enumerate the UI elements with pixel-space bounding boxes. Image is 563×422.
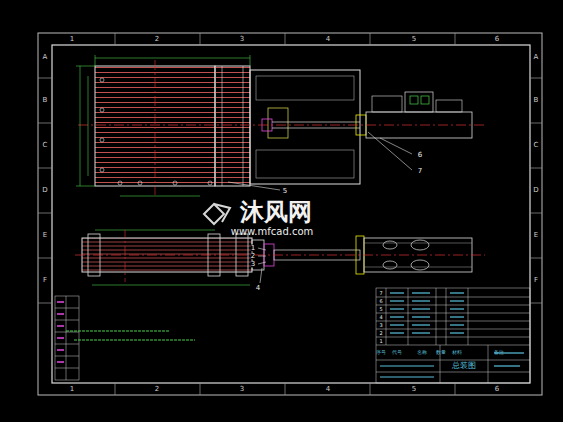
callout-number: 6 [418, 152, 422, 159]
callout-number: 1 [251, 245, 255, 252]
grid-number: 4 [326, 386, 330, 393]
parts-list-number: 2 [379, 331, 382, 336]
parts-list-header: 备注 [494, 350, 504, 355]
grid-number: 3 [240, 36, 244, 43]
title-block [376, 288, 530, 383]
grid-letter: D [533, 187, 538, 194]
side-table [55, 296, 79, 380]
parts-list-number: 6 [379, 299, 382, 304]
grid-number: 1 [70, 36, 74, 43]
grid-letter: E [534, 232, 538, 239]
parts-list-number: 4 [379, 315, 382, 320]
drawing-title: 总装图 [452, 362, 476, 370]
parts-list-header: 名称 [417, 350, 427, 355]
side-table-marks [57, 302, 64, 362]
grid-number: 5 [412, 386, 416, 393]
watermark-logo [204, 204, 230, 224]
grid-letter: C [43, 142, 48, 149]
title-block-text-lines [380, 293, 524, 377]
parts-list-number: 7 [379, 291, 382, 296]
grid-ticks [38, 33, 542, 395]
note-text-lines [66, 331, 195, 340]
grid-number: 6 [495, 386, 499, 393]
grid-letter: A [534, 54, 539, 61]
grid-letter: B [43, 97, 48, 104]
grid-letter: D [42, 187, 47, 194]
callout-number: 4 [256, 285, 260, 292]
callout-number: 3 [251, 261, 255, 268]
parts-list-header: 材料 [452, 350, 462, 355]
valve-side-view [75, 230, 485, 282]
grid-number: 4 [326, 36, 330, 43]
grid-number: 2 [155, 386, 159, 393]
callout-number: 5 [283, 188, 287, 195]
grid-letter: E [43, 232, 47, 239]
grid-number: 2 [155, 36, 159, 43]
outer-frame [38, 33, 542, 395]
valve-top-view [78, 60, 485, 195]
callout-number: 2 [251, 253, 255, 260]
grid-number: 1 [70, 386, 74, 393]
parts-list-header: 数量 [436, 350, 446, 355]
parts-list-number: 1 [379, 339, 382, 344]
inner-frame [52, 45, 530, 383]
grid-letter: B [534, 97, 539, 104]
grid-letter: F [534, 277, 538, 284]
parts-list-header: 序号 [376, 350, 386, 355]
grid-number: 6 [495, 36, 499, 43]
grid-letter: A [43, 54, 48, 61]
grid-number: 5 [412, 36, 416, 43]
watermark-url: www.mfcad.com [231, 227, 314, 237]
grid-letter: F [43, 277, 47, 284]
leader-lines [228, 132, 412, 283]
parts-list-number: 3 [379, 323, 382, 328]
callout-number: 7 [418, 168, 422, 175]
parts-list-header: 代号 [392, 350, 402, 355]
grid-letter: C [534, 142, 539, 149]
parts-list-number: 5 [379, 307, 382, 312]
grid-number: 3 [240, 386, 244, 393]
watermark: 沐风网 [240, 200, 312, 224]
